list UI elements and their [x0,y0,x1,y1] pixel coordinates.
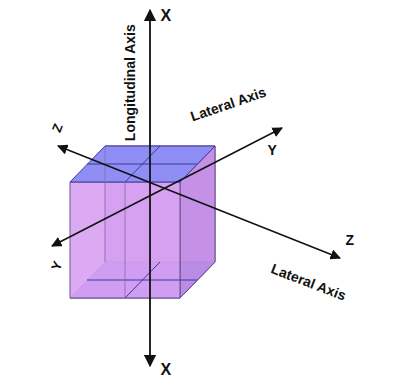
top-line [125,146,160,182]
axis-letter: Z [345,233,356,248]
axis-name: Lateral Axis [267,261,348,304]
lateral-axis-z [58,146,340,258]
axis-letter: Y [48,259,65,274]
axis-letter: X [160,361,173,379]
axis-letter: Y [267,143,278,158]
longitudinal-axis [149,10,151,366]
bottom-line [125,262,160,298]
front-face [70,182,180,298]
lateral-axis-y [52,128,282,246]
inner-edge [105,146,106,262]
axis-letter: Z [49,121,66,136]
axis-name: Longitudinal Axis [122,23,137,142]
inner-edge [125,182,126,298]
axis-letter: X [160,7,173,25]
top-face [70,146,215,182]
axis-name: Lateral Axis [187,84,268,125]
